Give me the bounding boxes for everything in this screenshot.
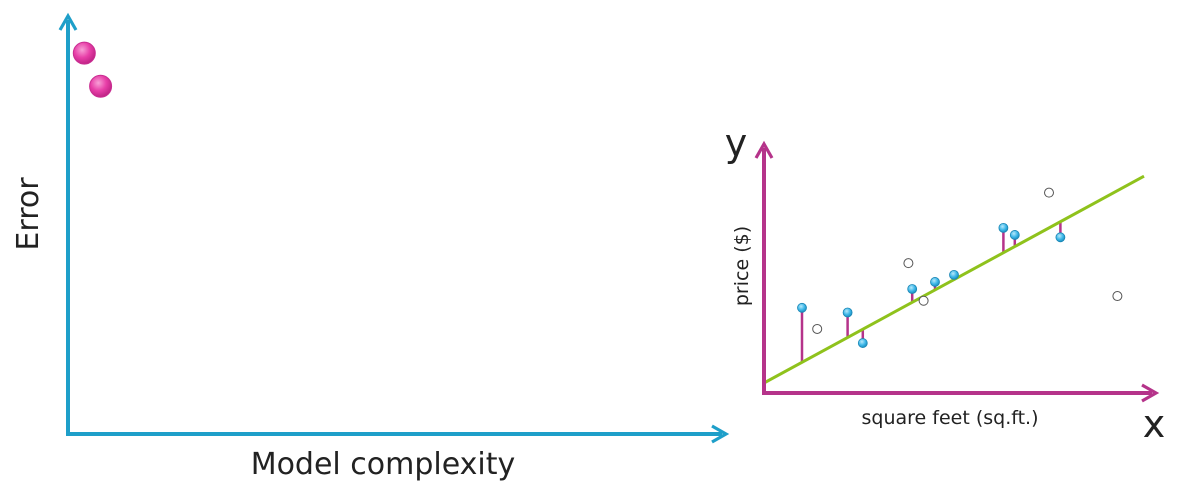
training-point (930, 277, 940, 287)
error-chart-y-label: Error (11, 177, 46, 251)
regression-y-label: price ($) (731, 226, 753, 306)
regression-x-variable: x (1143, 402, 1166, 446)
training-point (1009, 230, 1020, 240)
other-point (1044, 187, 1054, 198)
error-chart: Error Model complexity (11, 12, 730, 482)
regression-x-label: square feet (sq.ft.) (862, 407, 1039, 429)
error-chart-points (72, 41, 113, 98)
error-point (89, 74, 113, 98)
training-point (1055, 232, 1066, 243)
training-point (998, 222, 1009, 233)
other-point (1112, 291, 1123, 302)
regression-points (797, 187, 1123, 348)
error-point (72, 41, 96, 65)
regression-y-variable: y (725, 121, 748, 165)
training-point (842, 307, 853, 318)
training-point (949, 269, 959, 280)
training-point (907, 284, 918, 294)
other-point (918, 295, 929, 306)
error-chart-x-label: Model complexity (251, 447, 516, 482)
other-point (812, 323, 823, 334)
regression-chart: price ($) square feet (sq.ft.) y x (725, 121, 1166, 446)
other-point (903, 258, 914, 269)
training-point (797, 302, 807, 313)
training-point (857, 338, 868, 348)
